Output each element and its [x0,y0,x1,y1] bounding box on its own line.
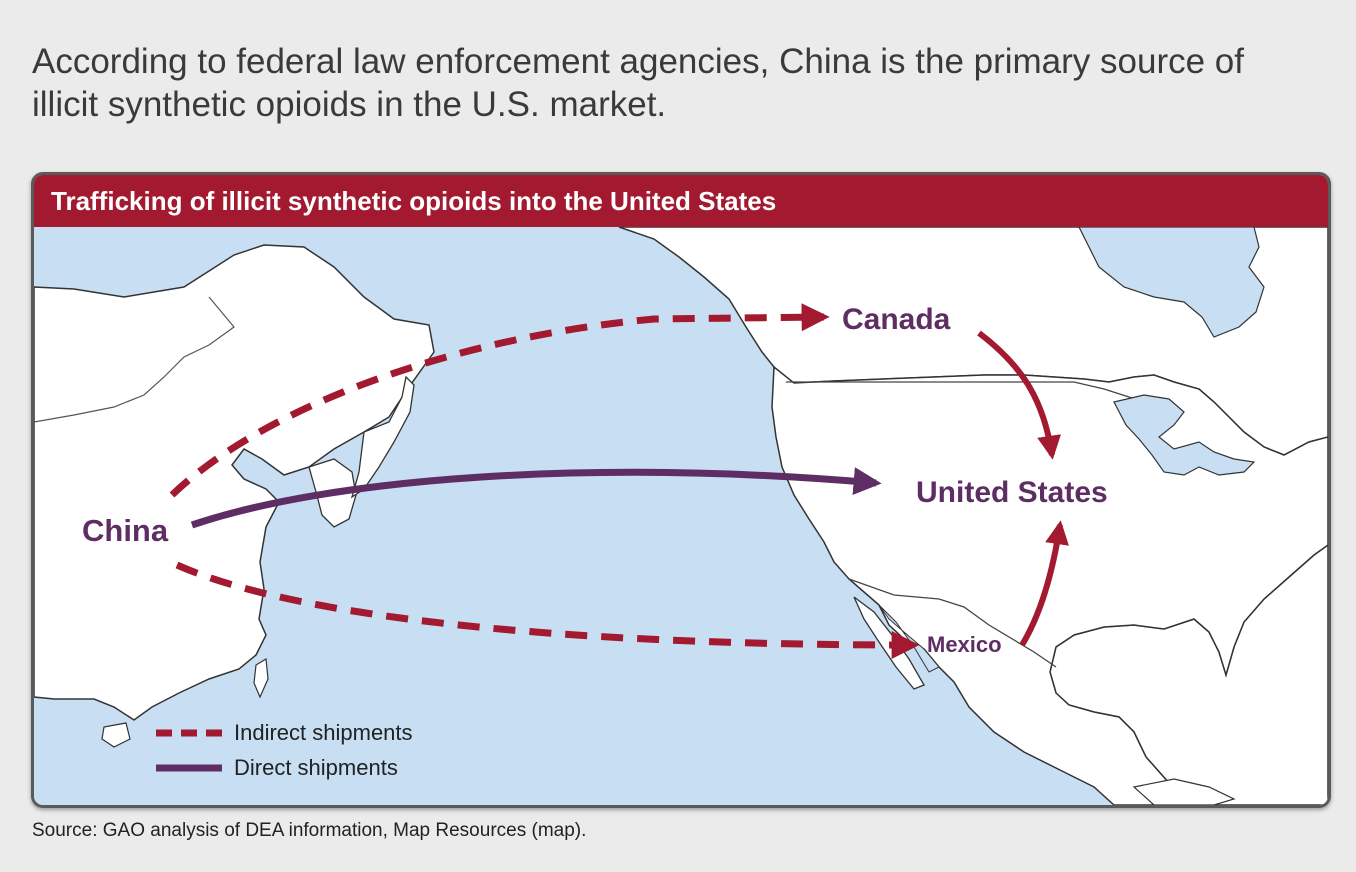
legend-indirect-label: Indirect shipments [234,720,413,745]
us-mexico-landmass [771,365,1328,805]
asia-landmass [34,244,435,721]
headline: According to federal law enforcement age… [32,42,1244,124]
legend: Indirect shipments Direct shipments [156,720,413,780]
map-panel: Trafficking of illicit synthetic opioids… [31,172,1331,808]
panel-title: Trafficking of illicit synthetic opioids… [34,175,1328,227]
mexico-to-us-arrow [1019,520,1069,647]
hainan-island [101,722,131,748]
source-note: Source: GAO analysis of DEA information,… [32,820,587,841]
label-united-states: United States [916,476,1108,509]
asia-border-line [34,296,235,423]
great-lakes [1113,394,1256,476]
label-china: China [82,513,169,548]
us-mexico-border [848,578,1057,668]
taiwan [253,657,269,699]
trafficking-map: China Canada United States Mexico Indire… [34,227,1328,805]
canada-to-us-arrow [977,330,1061,460]
label-canada: Canada [842,303,951,336]
cuba [1132,778,1236,805]
indirect-route-mexico [175,561,920,659]
label-mexico: Mexico [927,632,1002,657]
hudson-bay [1078,227,1265,338]
legend-direct-label: Direct shipments [234,755,398,780]
direct-route [190,467,882,529]
